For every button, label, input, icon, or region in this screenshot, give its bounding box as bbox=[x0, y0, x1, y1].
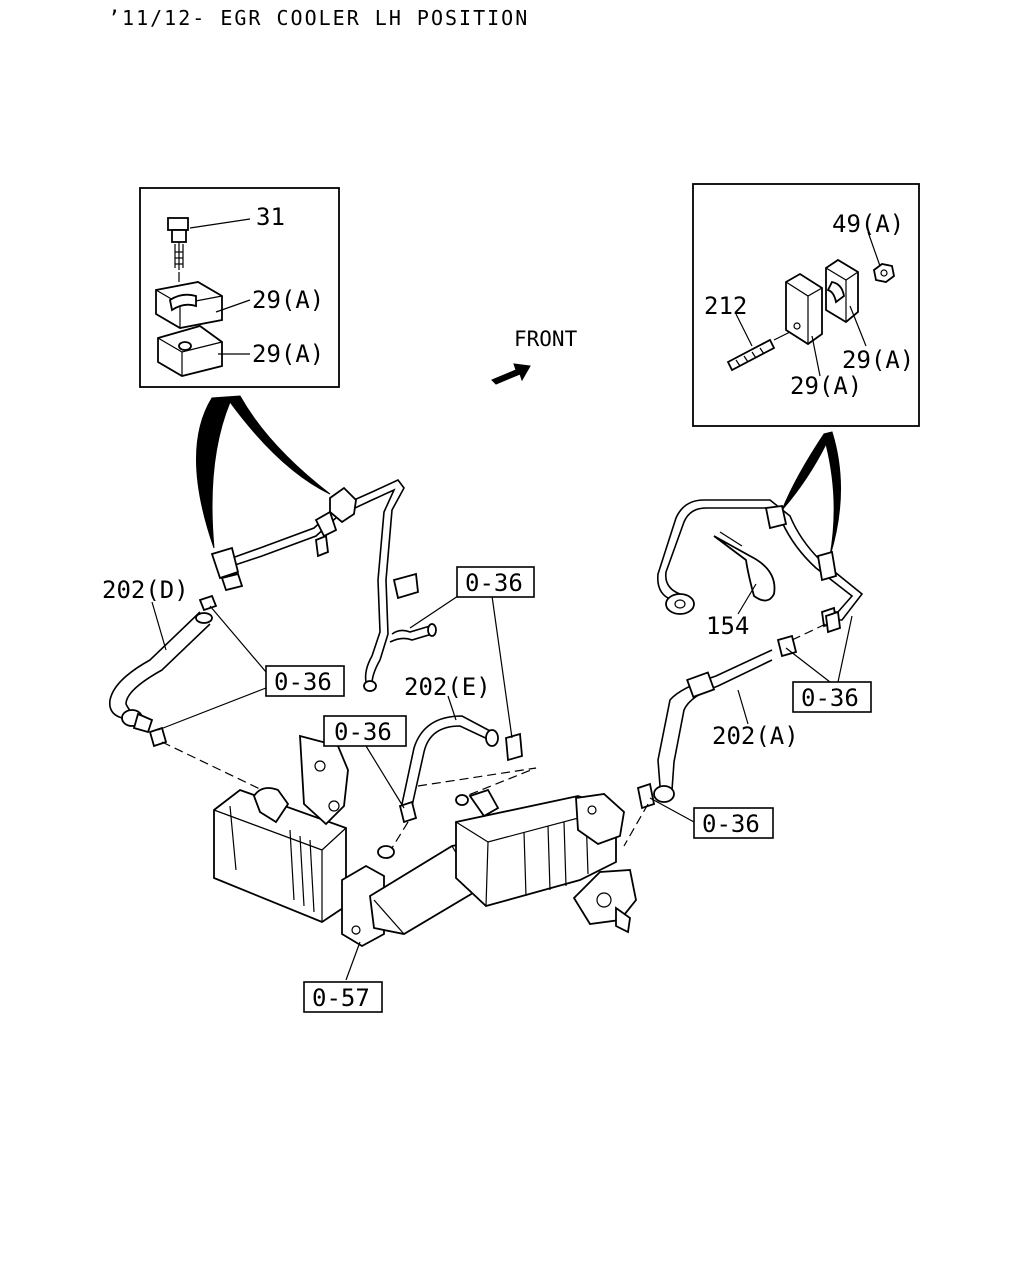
detail-box-left: 31 29(A) 29(A) bbox=[139, 187, 340, 388]
front-arrow-icon bbox=[491, 363, 531, 385]
egr-pipe-right bbox=[656, 499, 864, 628]
detail-pointer-right bbox=[781, 431, 841, 557]
front-direction-indicator: FRONT bbox=[491, 327, 578, 385]
label-bolt-31: 31 bbox=[256, 203, 285, 231]
detail-box-right: 49(A) 212 29(A) 29(A) bbox=[692, 183, 920, 427]
label-nut: 49(A) bbox=[832, 210, 904, 238]
ref-label-036-e: 0-36 bbox=[702, 810, 760, 838]
label-clamp-upper: 29(A) bbox=[252, 286, 324, 314]
cable-tie-part: 154 bbox=[706, 531, 776, 640]
leader-lines bbox=[157, 595, 853, 981]
label-cable-tie: 154 bbox=[706, 612, 749, 640]
ref-box-036-e: 0-36 bbox=[693, 807, 774, 839]
ref-label-036-d: 0-36 bbox=[801, 684, 859, 712]
label-hose-d: 202(D) bbox=[102, 576, 189, 604]
stud-part bbox=[726, 331, 791, 372]
ref-label-036-c: 0-36 bbox=[334, 718, 392, 746]
ref-label-036-b: 0-36 bbox=[274, 668, 332, 696]
ref-label-036-a: 0-36 bbox=[465, 569, 523, 597]
front-label: FRONT bbox=[514, 327, 578, 351]
label-clamp-lower: 29(A) bbox=[252, 340, 324, 368]
bolt-part bbox=[167, 217, 189, 282]
ref-box-036-d: 0-36 bbox=[792, 681, 872, 713]
egr-cooler-assembly bbox=[213, 734, 637, 948]
ref-box-036-c: 0-36 bbox=[323, 715, 407, 747]
ref-box-036-a: 0-36 bbox=[456, 566, 535, 598]
nut-part bbox=[873, 263, 895, 283]
label-clamp-front: 29(A) bbox=[790, 372, 862, 400]
label-clamp-back: 29(A) bbox=[842, 346, 914, 374]
ref-label-057: 0-57 bbox=[312, 984, 370, 1012]
clamp-front-part bbox=[785, 272, 823, 346]
label-stud: 212 bbox=[704, 292, 747, 320]
hose-202e: 202(E) bbox=[398, 673, 523, 824]
label-hose-e: 202(E) bbox=[404, 673, 491, 701]
page-title: ’11/12- EGR COOLER LH POSITION bbox=[108, 6, 529, 30]
clamp-lower-part bbox=[157, 325, 223, 377]
hose-202d: 202(D) bbox=[102, 576, 218, 748]
detail-pointer-left bbox=[196, 395, 331, 549]
ref-box-057: 0-57 bbox=[303, 981, 383, 1013]
egr-pipe-left bbox=[210, 479, 437, 692]
clamp-upper-part bbox=[155, 281, 223, 329]
label-hose-a: 202(A) bbox=[712, 722, 799, 750]
ref-box-036-b: 0-36 bbox=[265, 665, 345, 697]
hose-202a: 202(A) bbox=[636, 610, 841, 810]
